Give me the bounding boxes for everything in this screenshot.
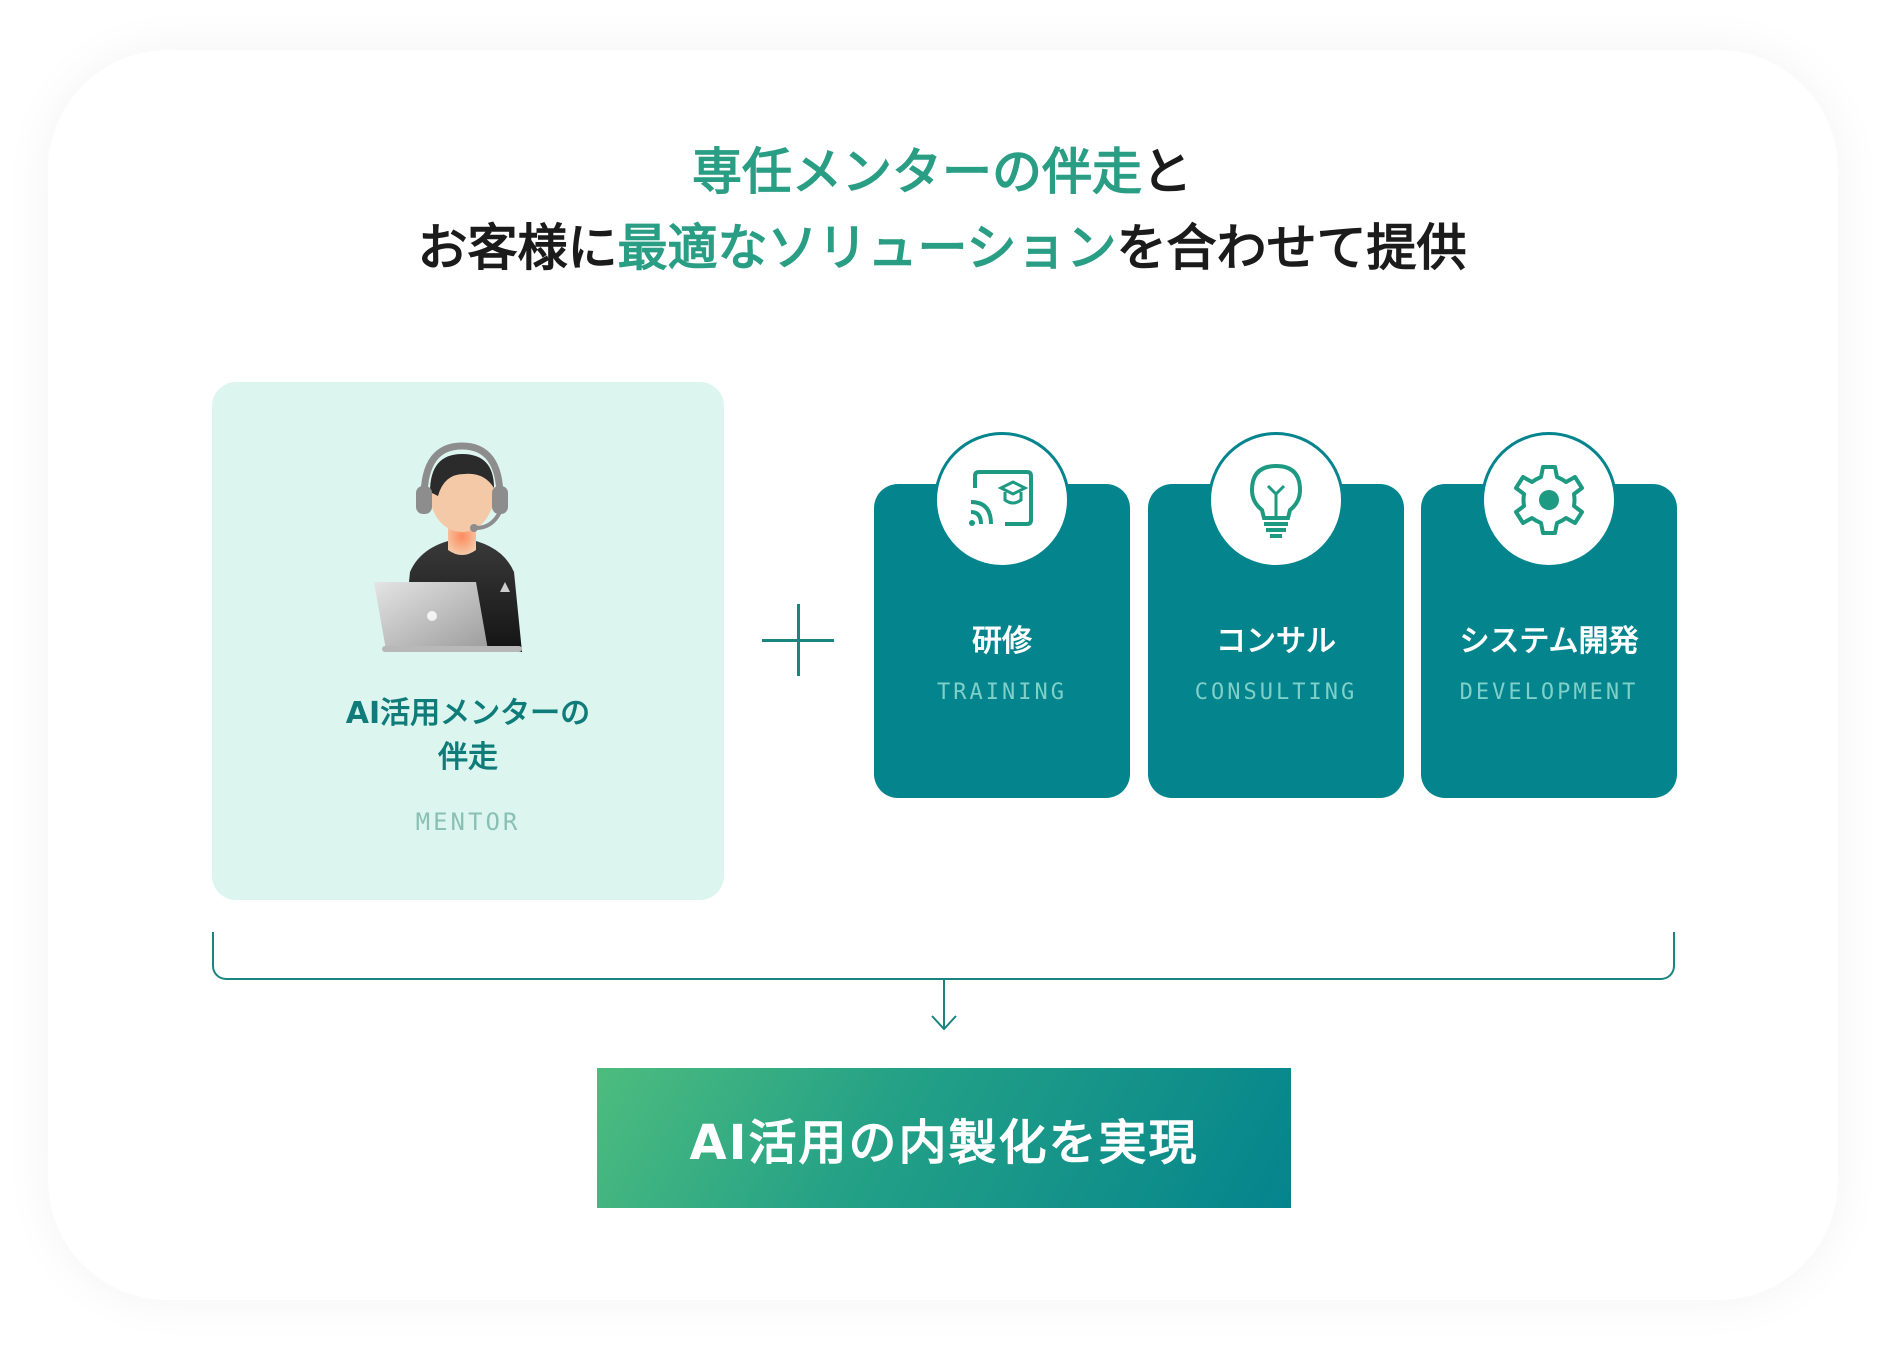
training-screen-icon [969, 470, 1033, 526]
service-label: 研修 [972, 624, 1032, 659]
headline-line1-rest: と [1142, 143, 1192, 201]
mentor-title-line-1: AI活用メンターの [345, 696, 591, 731]
mentor-card: AI活用メンターの 伴走 MENTOR [212, 382, 724, 900]
service-label: コンサル [1216, 624, 1336, 659]
service-badge [1208, 432, 1344, 568]
headline-accent-mentor: 専任メンターの伴走 [692, 143, 1142, 201]
mentor-subtitle: MENTOR [415, 808, 521, 836]
mentor-headset-laptop-icon [374, 442, 522, 652]
service-card-development: システム開発 DEVELOPMENT [1421, 432, 1677, 798]
result-banner: AI活用の内製化を実現 [597, 1068, 1291, 1208]
service-label: システム開発 [1459, 624, 1639, 659]
service-card-training: 研修 TRAINING [874, 432, 1130, 798]
combine-bracket [212, 932, 1675, 980]
mentor-title: AI活用メンターの 伴走 [212, 692, 724, 780]
service-subtitle: TRAINING [937, 680, 1067, 705]
plus-icon [762, 604, 834, 676]
service-subtitle: DEVELOPMENT [1459, 680, 1639, 705]
service-badge [1481, 432, 1617, 568]
service-subtitle: CONSULTING [1194, 680, 1358, 705]
headline-line2-post: を合わせて提供 [1116, 219, 1467, 277]
arrow-down-icon [931, 978, 957, 1031]
service-badge [934, 432, 1070, 568]
headline-line2-pre: お客様に [417, 219, 618, 277]
mentor-title-line-2: 伴走 [438, 740, 498, 775]
service-card-consulting: コンサル CONSULTING [1148, 432, 1404, 798]
headline-line-1: 専任メンターの伴走と [0, 134, 1884, 210]
headline-accent-solution: 最適なソリューション [617, 219, 1117, 277]
gear-icon [1514, 465, 1584, 535]
headline-line-2: お客様に最適なソリューションを合わせて提供 [0, 210, 1884, 286]
lightbulb-icon [1249, 463, 1303, 538]
